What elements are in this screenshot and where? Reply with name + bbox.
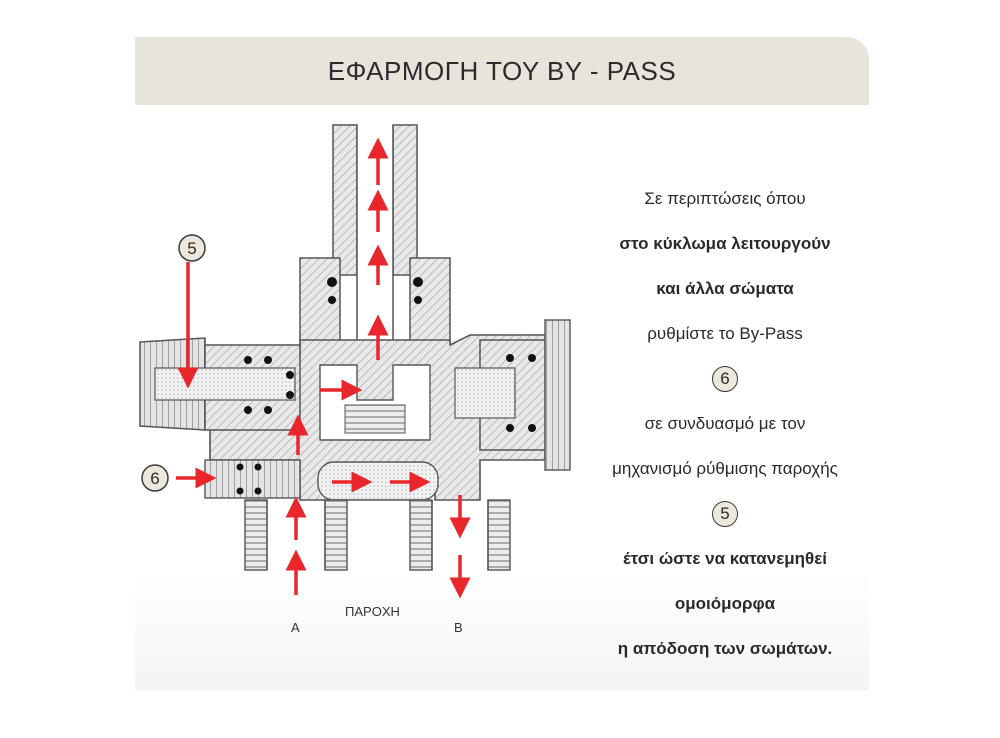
label-port-b: B bbox=[454, 620, 463, 635]
label-supply: ΠΑΡΟΧΗ bbox=[345, 604, 400, 619]
desc-line-4: ρυθμίστε το By-Pass bbox=[647, 324, 803, 343]
right-union-nut bbox=[454, 319, 571, 471]
top-union-nut bbox=[299, 257, 451, 349]
desc-line-3: και άλλα σώματα bbox=[656, 279, 794, 298]
description-text: Σε περιπτώσεις όπου στο κύκλωμα λειτουργ… bbox=[565, 176, 885, 671]
bypass-screw bbox=[204, 459, 301, 499]
port-b bbox=[409, 499, 511, 571]
desc-marker-row-1: 6 bbox=[565, 356, 885, 401]
marker-5: 5 bbox=[712, 500, 738, 527]
desc-line-9: η απόδοση των σωμάτων. bbox=[617, 639, 833, 658]
flow-arrows bbox=[176, 137, 471, 599]
port-a bbox=[244, 499, 348, 571]
svg-text:5: 5 bbox=[187, 239, 196, 258]
desc-line-6: μηχανισμό ρύθμισης παροχής bbox=[612, 459, 838, 478]
desc-marker-row-2: 5 bbox=[565, 491, 885, 536]
callout-5: 5 bbox=[178, 234, 206, 262]
desc-line-1: Σε περιπτώσεις όπου bbox=[644, 189, 806, 208]
desc-line-2: στο κύκλωμα λειτουργούν bbox=[619, 234, 831, 253]
callout-6: 6 bbox=[141, 464, 169, 492]
desc-line-8: ομοιόμορφα bbox=[674, 594, 776, 613]
left-flow-regulator bbox=[139, 337, 301, 431]
label-port-a: A bbox=[291, 620, 300, 635]
desc-line-5: σε συνδυασμό με τον bbox=[644, 414, 806, 433]
svg-text:6: 6 bbox=[150, 469, 159, 488]
desc-line-7: έτσι ώστε να κατανεμηθεί bbox=[622, 549, 828, 568]
title-bar: ΕΦΑΡΜΟΓΗ ΤΟΥ BY - PASS bbox=[135, 37, 869, 105]
page-title: ΕΦΑΡΜΟΓΗ ΤΟΥ BY - PASS bbox=[327, 55, 677, 86]
marker-6: 6 bbox=[712, 365, 738, 392]
